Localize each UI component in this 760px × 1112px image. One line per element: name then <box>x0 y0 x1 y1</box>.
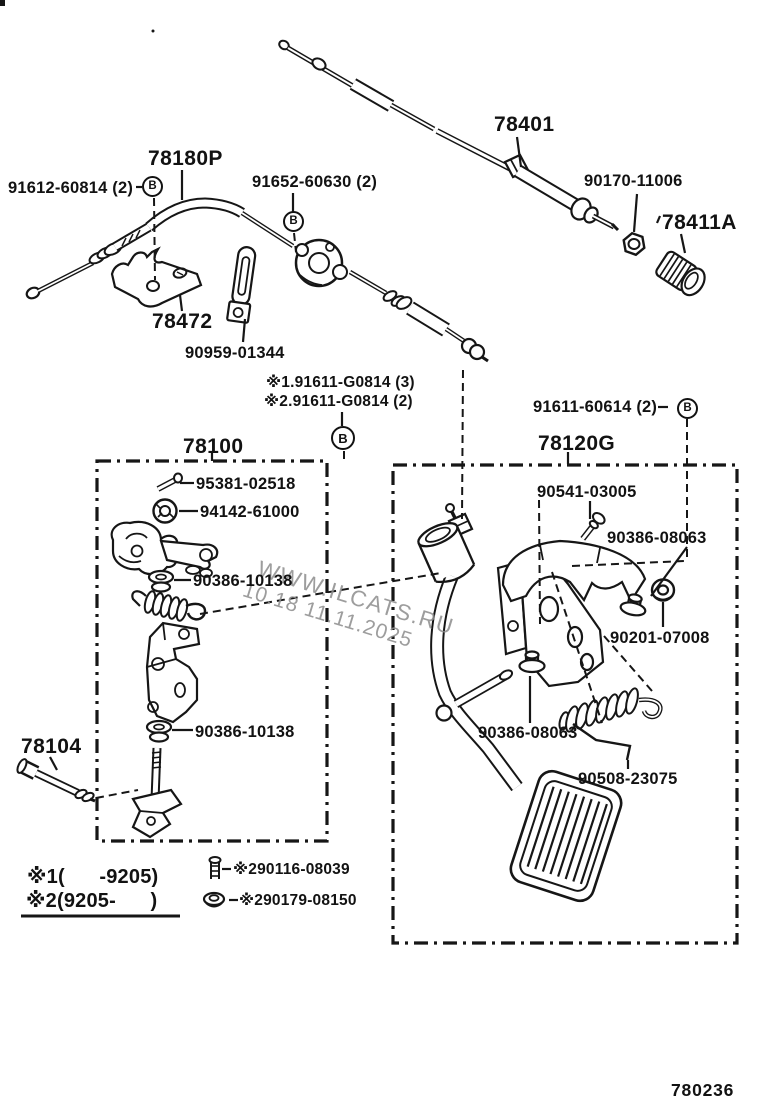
leader-lines <box>21 136 688 918</box>
cap-78411A-art <box>655 250 706 297</box>
dashed-reference-lines <box>95 197 688 799</box>
part-label-91611-60614: 91611-60614 (2) <box>533 398 658 416</box>
pedal-assembly-parts-art <box>417 503 676 903</box>
part-label-90508-23075: 90508-23075 <box>578 770 678 788</box>
box-label-78100: 78100 <box>183 435 244 458</box>
part-label-91652-60630: 91652-60630 (2) <box>252 173 378 191</box>
part-label-90170-11006: 90170-11006 <box>584 172 683 190</box>
damper-90959-art <box>226 246 257 324</box>
part-label-78472: 78472 <box>152 310 213 333</box>
part-label-90386-10138-lower: 90386-10138 <box>195 723 295 741</box>
part-label-91612-60814: 91612-60814 (2) <box>8 179 134 197</box>
footnote-range-2: ※2(9205- ) <box>26 890 158 912</box>
part-label-94142-61000: 94142-61000 <box>200 503 300 521</box>
link-assembly-parts-art <box>110 472 219 839</box>
note-label-1: ※1.91611-G0814 (3) <box>266 374 415 391</box>
assembly-box-78100 <box>95 459 329 843</box>
box-label-78120g: 78120G <box>538 432 616 455</box>
footnote-pin-icon <box>208 856 222 879</box>
cable-78180P-art <box>25 197 295 300</box>
scan-specks <box>0 0 155 33</box>
part-label-78180p: 78180P <box>148 147 223 170</box>
footnote-part-90116: ※290116-08039 <box>233 861 350 878</box>
part-label-90386-08063-upper: 90386-08063 <box>607 529 707 547</box>
part-label-90386-08063-lower: 90386-08063 <box>478 724 578 742</box>
part-label-90201-07008: 90201-07008 <box>610 629 710 647</box>
bracket-78472-art <box>110 246 203 308</box>
part-label-78401: 78401 <box>494 113 555 136</box>
note-label-2: ※2.91611-G0814 (2) <box>264 393 413 410</box>
part-label-78104: 78104 <box>21 735 82 758</box>
fastener-b-badge-1: B <box>142 176 163 197</box>
fastener-b-badge-3: B <box>331 426 355 450</box>
cable-lower-art <box>348 270 489 363</box>
part-label-90541-03005: 90541-03005 <box>537 483 637 501</box>
part-label-90959-01344: 90959-01344 <box>185 344 285 362</box>
fastener-b-badge-4: B <box>677 398 698 419</box>
part-label-90386-10138-upper: 90386-10138 <box>193 572 293 590</box>
fastener-b-badge-2: B <box>283 211 304 232</box>
throttle-cam-art <box>294 238 348 288</box>
diagram-code: 780236 <box>671 1080 735 1100</box>
footnote-range-1: ※1( -9205) <box>27 866 159 888</box>
assembly-box-78120G <box>391 463 739 945</box>
part-label-95381-02518: 95381-02518 <box>196 475 296 493</box>
footnote-part-90179: ※290179-08150 <box>239 892 357 909</box>
nut-90170-art <box>622 231 646 257</box>
part-label-78411a: 78411A <box>662 211 737 234</box>
footnote-retainer-icon <box>202 891 226 908</box>
rod-78104-art <box>16 758 96 803</box>
cable-78401-art <box>278 39 620 232</box>
